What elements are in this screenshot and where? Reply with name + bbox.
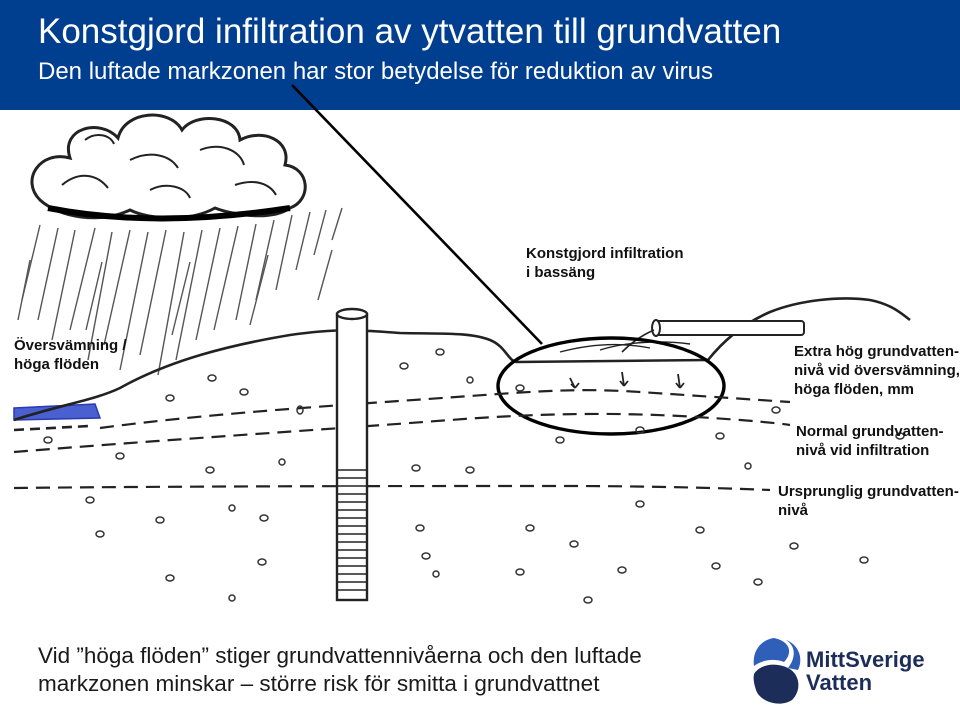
label-basin-infiltration: Konstgjord infiltration i bassäng	[526, 245, 684, 281]
logo-text: MittSverige Vatten	[806, 647, 925, 695]
label-original-level: Ursprunglig grundvatten- nivå	[778, 483, 959, 519]
inlet-pipe	[621, 319, 805, 353]
title-banner: Konstgjord infiltration av ytvatten till…	[0, 0, 960, 110]
caption-line-1: Vid ”höga flöden” stiger grundvattennivå…	[38, 643, 642, 668]
mittsverige-vatten-logo	[753, 638, 801, 704]
caption-line-2: markzonen minskar – större risk för smit…	[38, 671, 600, 696]
pointer-line	[291, 84, 543, 345]
groundwater-levels	[13, 389, 791, 492]
rain-cloud	[30, 113, 307, 222]
label-extra-high-level: Extra hög grundvatten- nivå vid översväm…	[794, 343, 960, 398]
page-subtitle: Den luftade markzonen har stor betydelse…	[38, 58, 714, 85]
rain-streaks	[17, 207, 343, 376]
ground-surface	[13, 297, 911, 432]
label-flood: Översvämning / höga flöden	[14, 337, 127, 373]
page-title: Konstgjord infiltration av ytvatten till…	[38, 12, 782, 51]
caption: Vid ”höga flöden” stiger grundvattennivå…	[38, 642, 642, 698]
highlight-ellipse	[496, 336, 726, 436]
soil-pebbles	[43, 348, 905, 604]
label-normal-level: Normal grundvatten- nivå vid infiltratio…	[796, 423, 944, 459]
infiltration-basin	[515, 341, 709, 389]
observation-well	[335, 307, 369, 602]
